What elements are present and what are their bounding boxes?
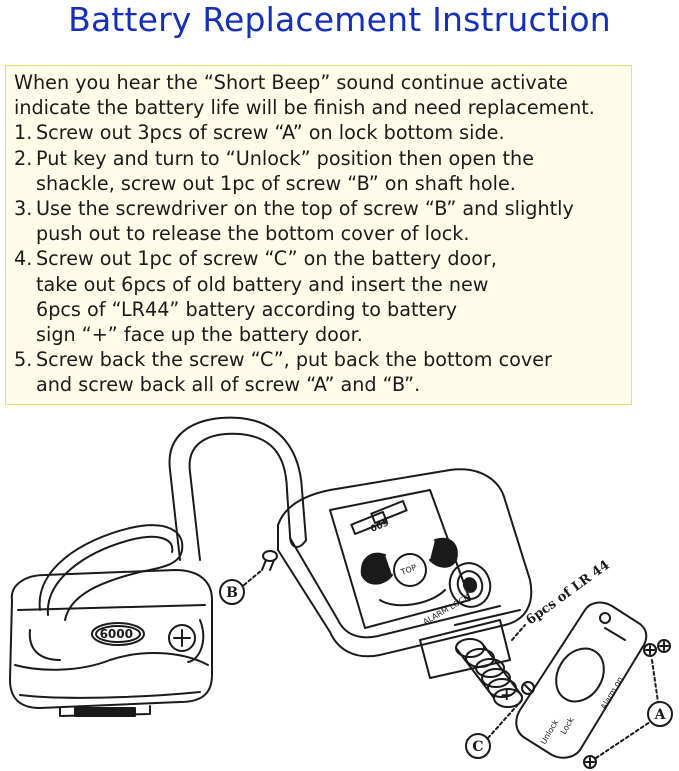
step-line: push out to release the bottom cover of … [36, 222, 470, 246]
step-line: Screw out 1pc of screw “C” on the batter… [36, 247, 497, 271]
step-item: 4. Screw out 1pc of screw “C” on the bat… [14, 246, 625, 347]
label-b: B [226, 585, 238, 601]
step-item: 2. Put key and turn to “Unlock” position… [14, 146, 625, 196]
step-number: 5. [14, 348, 33, 372]
step-number: 1. [14, 121, 33, 145]
code-right: 009 [369, 518, 390, 534]
step-item: 1. Screw out 3pcs of screw “A” on lock b… [14, 120, 625, 145]
step-line: and screw back all of screw “A” and “B”. [36, 373, 421, 397]
intro-line: When you hear the “Short Beep” sound con… [14, 71, 568, 94]
battery-stack [455, 638, 523, 708]
plate-unlock-text: Unlock [539, 718, 561, 746]
step-item: 5. Screw back the screw “C”, put back th… [14, 347, 625, 397]
plus-sign: + [500, 685, 513, 704]
step-line: Screw back the screw “C”, put back the b… [36, 348, 552, 372]
exploded-lock-diagram: B C A 6pcs of LR 44 + 0009 Unlock Lock A… [9, 416, 673, 769]
instruction-panel: When you hear the “Short Beep” sound con… [5, 65, 632, 405]
screw-b [261, 550, 278, 571]
plate-alarm-text: Alarm on [599, 675, 625, 711]
label-c: C [472, 739, 483, 755]
page-title: Battery Replacement Instruction [68, 0, 611, 39]
lock-main-view [168, 416, 533, 679]
step-line: Use the screwdriver on the top of screw … [36, 197, 574, 221]
lock-bottom-view [9, 524, 213, 717]
label-a: A [654, 707, 667, 723]
lock-face-text: ALARM LOCK [422, 593, 472, 627]
step-line: Put key and turn to “Unlock” position th… [36, 146, 534, 170]
step-line: take out 6pcs of old battery and insert … [36, 272, 489, 296]
step-number: 3. [14, 197, 33, 221]
code-left: 0009 [100, 626, 133, 640]
step-number: 2. [14, 146, 33, 170]
step-line: 6pcs of “LR44” battery according to batt… [36, 297, 458, 321]
label-a-callout [595, 659, 673, 759]
steps-list: 1. Screw out 3pcs of screw “A” on lock b… [14, 120, 625, 397]
combination-dial [91, 622, 145, 646]
battery-door-plate [515, 601, 648, 759]
screws-a [583, 612, 671, 769]
step-line: sign “+” face up the battery door. [36, 323, 363, 347]
screw-b-head [168, 624, 196, 652]
step-line: shackle, screw out 1pc of screw “B” on s… [36, 171, 516, 195]
lock-face-top: TOP [399, 563, 418, 577]
step-number: 4. [14, 247, 33, 271]
label-b-callout [219, 569, 263, 605]
intro-line: indicate the battery life will be finish… [14, 96, 595, 120]
step-line: Screw out 3pcs of screw “A” on lock bott… [36, 121, 505, 145]
intro-text: When you hear the “Short Beep” sound con… [14, 70, 625, 120]
step-item: 3. Use the screwdriver on the top of scr… [14, 196, 625, 246]
label-c-callout [465, 699, 523, 759]
keyhole-cylinder [448, 562, 492, 608]
plate-lock-text: Lock [559, 715, 576, 736]
brand-emblem [360, 537, 458, 607]
